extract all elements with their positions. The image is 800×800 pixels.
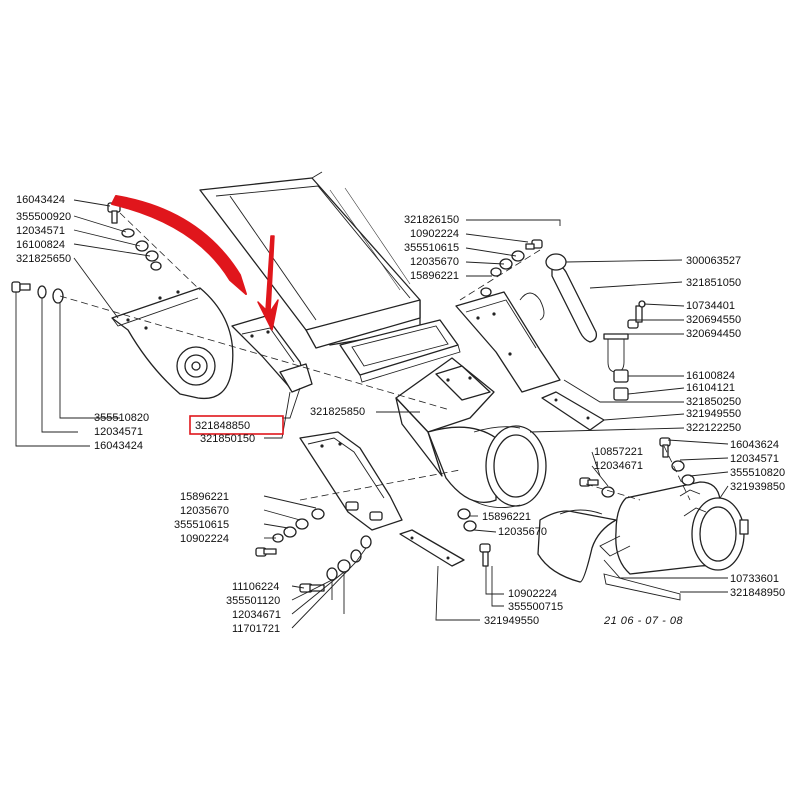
hardware-top-center [480, 239, 543, 297]
labels-top-center: 321826150 10902224 355510615 12035670 15… [404, 214, 459, 282]
part-label: 321949550 [484, 615, 539, 627]
part-label: 12034571 [730, 453, 779, 465]
labels-left-top: 16043424 355500920 12034571 16100824 321… [16, 194, 71, 265]
u-bolt [603, 333, 629, 401]
red-arrow-straight [257, 235, 279, 331]
leader-lines [15, 199, 729, 629]
part-label: 10857221 [594, 446, 643, 458]
part-label: 15896221 [180, 491, 229, 503]
part-label: 321825650 [16, 253, 71, 265]
bottom-strip [399, 529, 465, 567]
part-label: 355510820 [94, 412, 149, 424]
part-label: 16043424 [94, 440, 143, 452]
part-label: 300063527 [686, 255, 741, 267]
part-label: 12034571 [94, 426, 143, 438]
part-label: 320694550 [686, 314, 741, 326]
curved-shield [537, 509, 617, 583]
part-label: 10902224 [410, 228, 459, 240]
part-label: 10733601 [730, 573, 779, 585]
hardware-right-top [627, 300, 646, 329]
hardware-left-mid [11, 281, 64, 304]
part-label: 16043624 [730, 439, 779, 451]
part-label: 321826150 [404, 214, 459, 226]
hardware-right-mid [579, 437, 695, 498]
drawing-reference: 21 06 - 07 - 08 [603, 615, 683, 627]
part-label: 355510615 [404, 242, 459, 254]
discharge-chute [199, 171, 461, 383]
part-label: 355510615 [174, 519, 229, 531]
labels-bottom-left-lower: 11106224 355501120 12034671 11701721 [226, 581, 281, 635]
part-label: 16104121 [686, 382, 735, 394]
lower-left-bracket [299, 431, 403, 531]
lever-handle [519, 253, 598, 343]
center-elbow-housing [395, 357, 547, 509]
part-label: 12035670 [410, 256, 459, 268]
labels-right-mid: 10857221 12034671 16043624 12034571 3555… [594, 439, 785, 493]
labels-bottom-right: 10733601 321848950 [730, 573, 785, 599]
part-label: 12034571 [16, 225, 65, 237]
part-label: 355501120 [226, 595, 280, 607]
part-label: 322122250 [686, 422, 741, 434]
part-label: 15896221 [482, 511, 531, 523]
part-label: 10902224 [508, 588, 557, 600]
part-label: 355500715 [508, 601, 563, 613]
part-label: 320694450 [686, 328, 741, 340]
part-label: 15896221 [410, 270, 459, 282]
part-label: 355500920 [16, 211, 71, 223]
part-label: 321825850 [310, 406, 365, 418]
highlight-annotations [111, 195, 284, 435]
part-label: 16043424 [16, 194, 65, 206]
part-label: 11701721 [232, 623, 280, 635]
labels-right-column: 300063527 321851050 10734401 320694550 3… [686, 255, 741, 434]
left-guard-plate [111, 287, 234, 400]
labels-left-vertical: 355510820 12034571 16043424 [94, 412, 149, 452]
part-label: 321949550 [686, 408, 741, 420]
part-label: 12035670 [498, 526, 547, 538]
labels-bottom-center: 15896221 12035670 10902224 355500715 321… [482, 511, 563, 627]
right-strip [541, 391, 605, 431]
hardware-bottom-left [255, 501, 383, 593]
centerlines [59, 212, 691, 501]
part-label: 321939850 [730, 481, 785, 493]
part-label: 10902224 [180, 533, 229, 545]
part-label: 16100824 [16, 239, 65, 251]
part-label: 16100824 [686, 370, 735, 382]
highlighted-part-number: 321848850 [195, 420, 250, 432]
part-label: 321850150 [200, 433, 255, 445]
part-label: 321848950 [730, 587, 785, 599]
part-label: 12034671 [232, 609, 281, 621]
part-label: 321851050 [686, 277, 741, 289]
fan-cylinder [599, 481, 749, 601]
part-label: 355510820 [730, 467, 785, 479]
labels-bottom-left: 15896221 12035670 355510615 10902224 [174, 491, 229, 545]
highlight-box [189, 415, 284, 435]
part-label: 11106224 [232, 581, 279, 593]
hardware-bottom-center [457, 508, 491, 567]
part-label: 10734401 [686, 300, 735, 312]
red-arrow-curved [111, 195, 247, 295]
part-label: 12035670 [180, 505, 229, 517]
part-label: 321850250 [686, 396, 741, 408]
hardware-left-top [107, 202, 162, 271]
right-upper-bracket [455, 291, 561, 393]
part-label: 12034671 [594, 460, 643, 472]
